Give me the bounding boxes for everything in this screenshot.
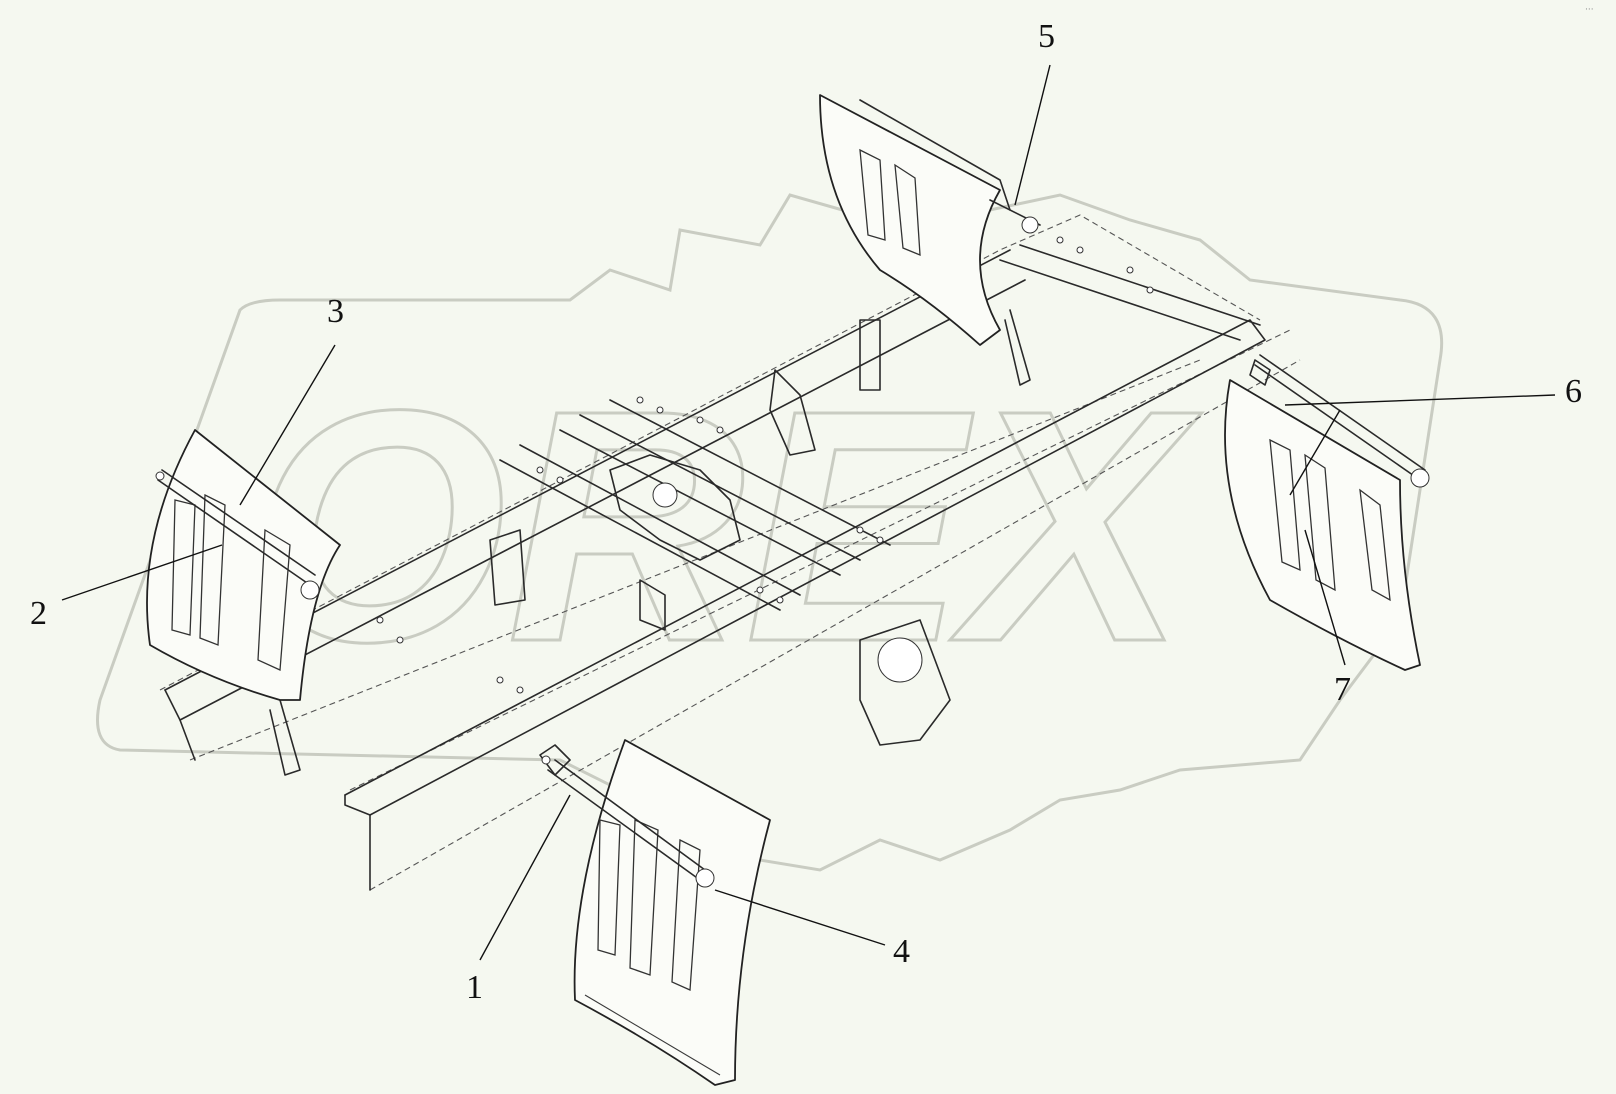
callout-3: 3 xyxy=(327,293,344,330)
watermark-gear-outline xyxy=(96,188,1444,872)
chassis-frame xyxy=(159,214,1301,891)
corner-mark: ··· xyxy=(1585,5,1594,15)
callout-2: 2 xyxy=(30,595,47,632)
frame-bolt-holes xyxy=(376,236,1154,694)
leader-3 xyxy=(239,344,336,506)
leader-lines xyxy=(61,64,1556,961)
callout-4: 4 xyxy=(893,933,910,970)
watermark-text: OREX xyxy=(250,341,1202,710)
callout-5: 5 xyxy=(1038,18,1055,55)
leader-6 xyxy=(1284,394,1556,406)
leader-4 xyxy=(714,889,886,946)
callout-labels: 1 2 3 4 5 6 7 xyxy=(30,18,1582,1006)
leader-2 xyxy=(61,544,223,601)
mudguard-rear-left xyxy=(146,429,341,701)
watermark: OREX xyxy=(96,188,1444,872)
callout-1: 1 xyxy=(466,969,483,1006)
leader-5 xyxy=(1014,64,1051,206)
mudguard-front-right xyxy=(539,739,771,1086)
leader-7 xyxy=(1304,529,1346,666)
mudguard-front-left xyxy=(1224,354,1430,671)
callout-6: 6 xyxy=(1565,373,1582,410)
callout-7: 7 xyxy=(1334,671,1351,708)
leader-1 xyxy=(479,794,571,961)
mudguard-rear-top xyxy=(819,94,1041,346)
